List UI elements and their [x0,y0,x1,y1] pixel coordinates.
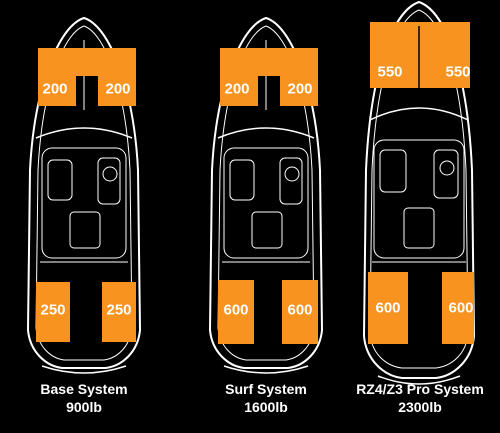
system-total: 2300lb [398,399,442,415]
cockpit-outline [373,139,465,259]
cockpit-outline [223,147,309,259]
seat-left [379,149,407,193]
bow-tank-block [370,22,470,88]
steering-wheel [284,166,300,182]
boat-pro-system: 550 550 600 600 [362,0,476,385]
bow-tank-left [38,48,76,106]
seat-left [47,159,73,201]
system-total: 1600lb [244,399,288,415]
system-name: Base System [40,381,128,397]
walkway [69,211,101,249]
stern-tank-left [218,280,254,344]
bow-tank-center [76,48,98,76]
windshield-outline [369,107,469,121]
bow-tank-left-label: 200 [224,81,249,98]
steering-wheel [439,160,455,176]
caption-base-system: Base System 900lb [4,380,164,416]
seat-right [433,149,459,199]
bow-tank-right-label: 200 [287,81,312,98]
stern-tank-left [368,272,408,344]
swim-platform [41,365,127,374]
seat-right [279,157,303,205]
seat-right [97,157,121,205]
caption-pro-system: RZ4/Z3 Pro System 2300lb [340,380,500,416]
bow-tank-center [258,48,280,76]
boat-base-system: 200 200 250 250 [26,16,142,374]
caption-surf-system: Surf System 1600lb [186,380,346,416]
stern-tank-left [36,282,70,342]
steering-wheel [102,166,118,182]
stern-tank-right-label: 600 [287,302,312,319]
bow-tank-left-label: 200 [42,81,67,98]
windshield-outline [217,127,315,139]
boat-surf-system: 200 200 600 600 [208,16,324,374]
bow-tank-right [98,48,136,106]
bow-tank-right [280,48,318,106]
stern-tank-right [442,272,474,344]
stern-tank-right [102,282,136,342]
swim-platform [377,375,461,385]
windshield-outline [35,127,133,139]
bow-tank-right-label: 200 [105,81,130,98]
walkway [251,211,283,249]
system-total: 900lb [66,399,102,415]
seat-left [229,159,255,201]
walkway [403,207,435,249]
cockpit-outline [41,147,127,259]
stern-tank-right-label: 600 [448,300,473,317]
swim-platform [223,365,309,374]
system-name: Surf System [225,381,307,397]
stern-tank-right [282,280,318,344]
bow-tank-right-label: 550 [445,64,470,81]
stern-tank-left-label: 600 [375,300,400,317]
stern-tank-right-label: 250 [106,302,131,319]
system-name: RZ4/Z3 Pro System [356,381,484,397]
stern-tank-left-label: 600 [223,302,248,319]
bow-tank-left-label: 550 [377,64,402,81]
stern-tank-left-label: 250 [40,302,65,319]
bow-tank-left [220,48,258,106]
